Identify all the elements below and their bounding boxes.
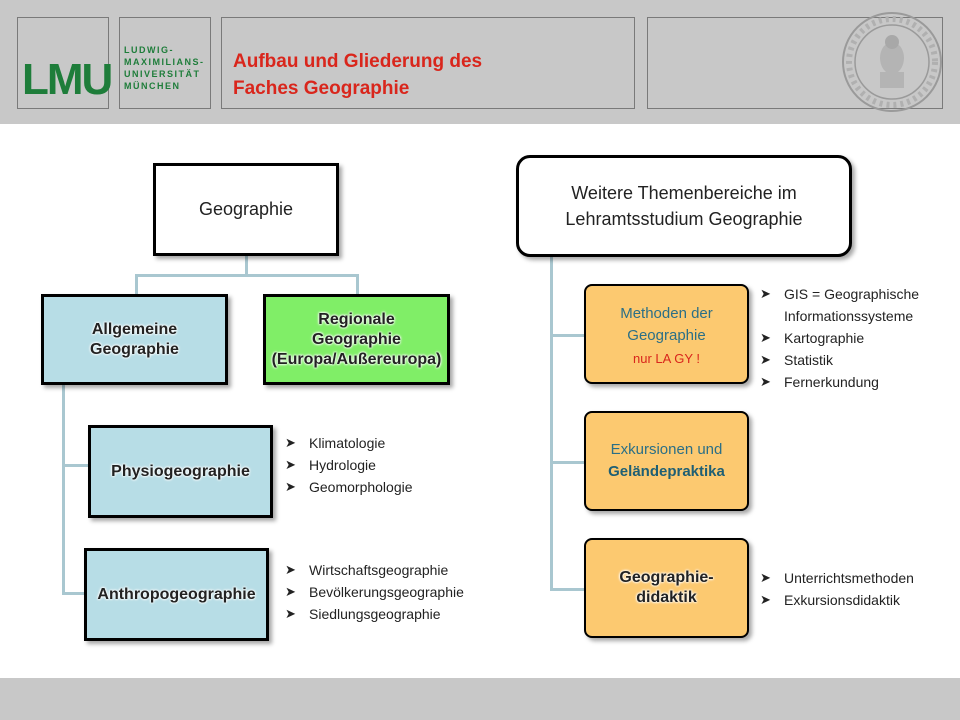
list-item: ➤ Statistik <box>760 349 919 371</box>
list-item: ➤ Geomorphologie <box>285 476 413 498</box>
physiogeographie-label: Physiogeographie <box>111 462 250 480</box>
didaktik-label-line: didaktik <box>636 589 697 606</box>
list-item-text: Geomorphologie <box>309 479 413 495</box>
list-item-text: Wirtschaftsgeographie <box>309 562 449 578</box>
arrow-bullet-icon: ➤ <box>285 584 296 599</box>
allgemeine-label-line: Allgemeine <box>91 320 178 338</box>
methoden-label-line: Geographie <box>627 326 706 344</box>
arrow-bullet-icon: ➤ <box>760 352 771 367</box>
list-item: ➤ Klimatologie <box>285 432 413 454</box>
exkursionen-label-line: Geländepraktika <box>608 463 725 480</box>
didaktik-label-line: Geographie- <box>619 569 714 586</box>
regionale-label-line: (Europa/Außereuropa) <box>271 350 442 368</box>
list-item: ➤ Unterrichtsmethoden <box>760 567 914 589</box>
list-item-text: Exkursionsdidaktik <box>784 592 900 608</box>
didaktik-bullet-list: ➤ Unterrichtsmethoden ➤ Exkursionsdidaktik <box>760 567 914 611</box>
regionale-geographie-box: Regionale Geographie (Europa/Außereuropa… <box>263 294 450 385</box>
connector-line <box>550 588 586 591</box>
methoden-label-line: Methoden der <box>620 304 713 322</box>
list-item-continuation: Informationssysteme <box>784 308 914 324</box>
arrow-bullet-icon: ➤ <box>285 435 296 450</box>
university-name-line: MAXIMILIANS- <box>124 57 205 67</box>
exkursionen-box: Exkursionen und Geländepraktika <box>584 411 749 511</box>
list-item: ➤ Siedlungsgeographie <box>285 603 464 625</box>
anthropogeographie-label: Anthropogeographie <box>97 585 256 603</box>
arrow-bullet-icon: ➤ <box>285 479 296 494</box>
lmu-logo: LMU <box>22 55 113 104</box>
list-item-text: Kartographie <box>784 330 865 346</box>
methoden-note: nur LA GY ! <box>633 350 700 366</box>
university-name-panel <box>119 17 211 109</box>
anthropo-bullet-list: ➤ Wirtschaftsgeographie ➤ Bevölkerungsgeog… <box>285 559 464 625</box>
regionale-label-line: Regionale <box>318 310 395 328</box>
connector-line <box>62 464 92 467</box>
weitere-themenbereiche-box: Weitere Themenbereiche im Lehramtsstudiu… <box>516 155 852 257</box>
methoden-bullet-list: ➤ GIS = Geographische Informationssysteme… <box>760 283 919 393</box>
university-name-line: MÜNCHEN <box>124 81 181 91</box>
connector-line <box>356 274 359 296</box>
connector-line <box>135 274 138 296</box>
list-item-text: GIS = Geographische <box>784 286 920 302</box>
slide-title: Aufbau und Gliederung des Faches Geograp… <box>233 48 482 102</box>
arrow-bullet-icon: ➤ <box>760 570 771 585</box>
arrow-bullet-icon: ➤ <box>285 457 296 472</box>
connector-line <box>62 592 88 595</box>
list-item: ➤ Exkursionsdidaktik <box>760 589 914 611</box>
connector-line <box>135 274 359 277</box>
list-item-text: Hydrologie <box>309 457 376 473</box>
connector-line <box>550 256 553 591</box>
list-item-text: Klimatologie <box>309 435 386 451</box>
regionale-label-line: Geographie <box>312 330 401 348</box>
anthropogeographie-box: Anthropogeographie <box>84 548 269 641</box>
weitere-themenbereiche-line: Weitere Themenbereiche im <box>571 183 797 203</box>
list-item: ➤ GIS = Geographische <box>760 283 919 305</box>
list-item: ➤ Kartographie <box>760 327 919 349</box>
arrow-bullet-icon: ➤ <box>285 562 296 577</box>
arrow-bullet-icon: ➤ <box>285 606 296 621</box>
university-seal-icon <box>842 12 942 112</box>
slide-title-line: Faches Geographie <box>233 78 410 99</box>
connector-line <box>245 254 248 276</box>
footer-bar <box>0 678 960 720</box>
connector-line <box>550 461 586 464</box>
arrow-bullet-icon: ➤ <box>760 592 771 607</box>
list-item: ➤ Wirtschaftsgeographie <box>285 559 464 581</box>
list-item: ➤ Bevölkerungsgeographie <box>285 581 464 603</box>
exkursionen-label-line: Exkursionen und <box>610 441 723 458</box>
list-item-text: Statistik <box>784 352 834 368</box>
list-item: ➤ Hydrologie <box>285 454 413 476</box>
didaktik-box: Geographie- didaktik <box>584 538 749 638</box>
list-item-text: Bevölkerungsgeographie <box>309 584 464 600</box>
arrow-bullet-icon: ➤ <box>760 374 771 389</box>
list-item-text: Unterrichtsmethoden <box>784 570 914 586</box>
list-item-text: Fernerkundung <box>784 374 879 390</box>
university-name: LUDWIG- MAXIMILIANS- UNIVERSITÄT MÜNCHEN <box>124 44 205 92</box>
physiogeographie-box: Physiogeographie <box>88 425 273 518</box>
university-name-line: LUDWIG- <box>124 45 174 55</box>
slide-title-line: Aufbau und Gliederung des <box>233 51 483 72</box>
geographie-root-label: Geographie <box>198 199 294 219</box>
physio-bullet-list: ➤ Klimatologie ➤ Hydrologie ➤ Geomorphologi… <box>285 432 413 498</box>
university-name-line: UNIVERSITÄT <box>124 69 201 79</box>
weitere-themenbereiche-line: Lehramtsstudium Geographie <box>565 209 803 229</box>
title-panel <box>221 17 635 109</box>
logo-panel <box>17 17 109 109</box>
connector-line <box>550 334 586 337</box>
list-item: ➤ Fernerkundung <box>760 371 919 393</box>
allgemeine-geographie-box: Allgemeine Geographie <box>41 294 228 385</box>
arrow-bullet-icon: ➤ <box>760 286 771 301</box>
methoden-box: Methoden der Geographie nur LA GY ! <box>584 284 749 384</box>
arrow-bullet-icon: ➤ <box>760 330 771 345</box>
allgemeine-label-line: Geographie <box>90 340 179 358</box>
list-item-text: Siedlungsgeographie <box>309 606 441 622</box>
connector-line <box>62 383 65 595</box>
geographie-root-box: Geographie <box>153 163 339 256</box>
